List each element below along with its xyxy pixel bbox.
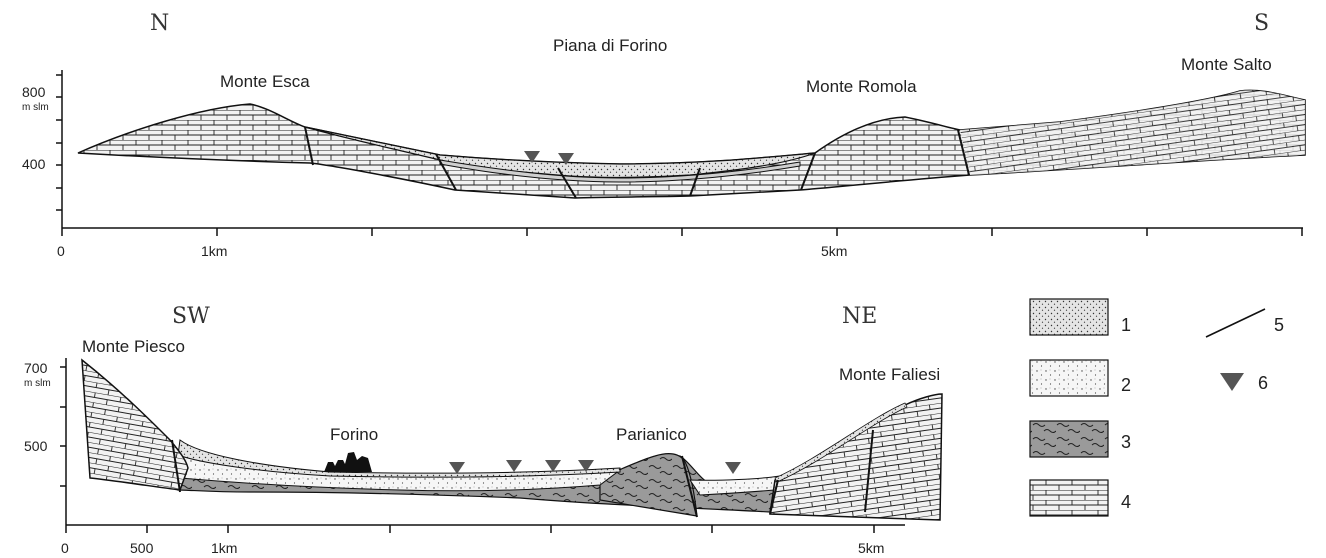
legend-swatch-wavy: [1029, 420, 1109, 458]
lower-y-unit: m slm: [24, 378, 51, 389]
lower-water-table-markers: [449, 460, 741, 474]
legend-item-5: 5: [1205, 308, 1284, 338]
legend-item-3: 3: [1029, 420, 1131, 458]
triangle-marker: [725, 462, 741, 474]
legend-number-1: 1: [1121, 315, 1131, 335]
upper-y-tick-400: 400: [22, 156, 46, 172]
label-parianico: Parianico: [616, 425, 687, 444]
legend-number-2: 2: [1121, 375, 1131, 395]
triangle-marker: [558, 153, 574, 165]
lower-parianico-hill: [599, 453, 698, 517]
lower-y-tick-700: 700: [24, 360, 48, 376]
label-monte-esca: Monte Esca: [220, 72, 310, 91]
triangle-marker: [524, 151, 540, 163]
lower-y-axis: 700 m slm 500: [24, 358, 67, 525]
label-monte-romola: Monte Romola: [806, 77, 917, 96]
legend-item-6: 6: [1220, 373, 1268, 393]
legend-swatch-brick: [1029, 479, 1109, 517]
upper-valley-thin-layer: [439, 159, 801, 183]
lower-x-tick-1km: 1km: [211, 540, 237, 556]
upper-faults: [304, 126, 970, 199]
upper-water-table-markers: [524, 151, 574, 165]
upper-x-axis: 0 1km 5km: [57, 227, 1303, 259]
triangle-marker: [449, 462, 465, 474]
upper-x-tick-5km: 5km: [821, 243, 847, 259]
triangle-marker: [545, 460, 561, 472]
triangle-marker: [578, 460, 594, 472]
upper-y-axis: 800 m slm 400: [22, 70, 63, 228]
legend-number-3: 3: [1121, 432, 1131, 452]
lower-y-tick-500: 500: [24, 438, 48, 454]
legend-fault-line: [1205, 308, 1266, 338]
upper-y-unit: m slm: [22, 102, 49, 113]
legend-item-4: 4: [1029, 479, 1131, 517]
compass-southwest: SW: [172, 304, 210, 329]
upper-limestone-overlay-east: [960, 90, 1305, 175]
lower-monte-faliesi-limestone: [769, 393, 943, 521]
legend-triangle-icon: [1220, 373, 1244, 391]
legend-number-6: 6: [1258, 373, 1268, 393]
label-piana-di-forino: Piana di Forino: [553, 36, 667, 55]
label-monte-salto: Monte Salto: [1181, 55, 1272, 74]
compass-northeast: NE: [842, 304, 877, 329]
lower-monte-piesco-limestone: [81, 358, 189, 491]
legend: 1 2 3 4 5 6: [1029, 298, 1284, 517]
compass-south: S: [1254, 11, 1269, 36]
lower-faults: [171, 429, 874, 518]
lower-faliesi-cover: [774, 402, 908, 483]
legend-item-2: 2: [1029, 359, 1131, 397]
legend-swatch-sparse-dots: [1029, 359, 1109, 397]
triangle-marker: [506, 460, 522, 472]
upper-x-tick-0: 0: [57, 243, 65, 259]
forino-village-icon: [324, 452, 372, 472]
legend-number-4: 4: [1121, 492, 1131, 512]
compass-north: N: [150, 11, 169, 36]
upper-y-tick-800: 800: [22, 84, 46, 100]
lower-x-axis: 0 500 1km 5km: [61, 524, 905, 556]
lower-x-tick-5km: 5km: [858, 540, 884, 556]
label-forino: Forino: [330, 425, 378, 444]
legend-item-1: 1: [1029, 298, 1131, 336]
lower-fine-alluvium: [177, 439, 621, 478]
label-monte-faliesi: Monte Faliesi: [839, 365, 940, 384]
upper-x-tick-1km: 1km: [201, 243, 227, 259]
legend-number-5: 5: [1274, 315, 1284, 335]
lower-x-tick-500: 500: [130, 540, 154, 556]
label-monte-piesco: Monte Piesco: [82, 337, 185, 356]
legend-swatch-fine-dots: [1029, 298, 1109, 336]
lower-x-tick-0: 0: [61, 540, 69, 556]
